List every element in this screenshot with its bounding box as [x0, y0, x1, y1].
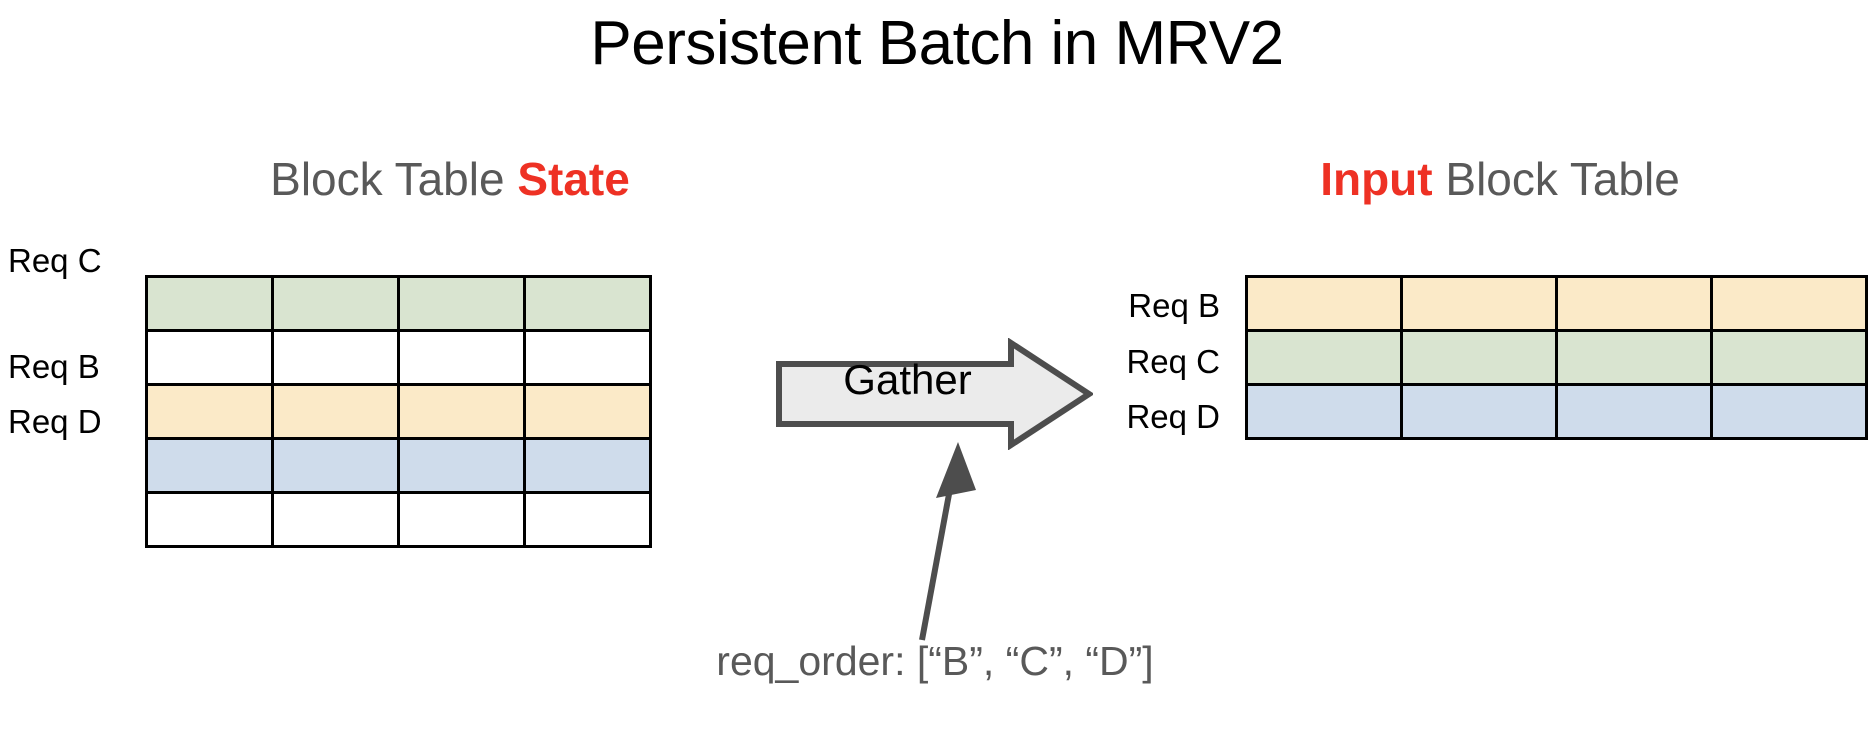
req-order-caption: req_order: [“B”, “C”, “D”]: [716, 638, 1154, 684]
table-cell[interactable]: [1710, 383, 1868, 440]
table-cell[interactable]: [1555, 275, 1713, 332]
table-cell[interactable]: [523, 491, 652, 548]
table-cell[interactable]: [145, 437, 274, 494]
table-row: [145, 491, 652, 548]
table-cell[interactable]: [145, 329, 274, 386]
table-cell[interactable]: [397, 329, 526, 386]
page-title: Persistent Batch in MRV2: [590, 9, 1284, 78]
left-row-label-req-b: Req B: [8, 348, 100, 385]
table-row: [1245, 329, 1868, 386]
table-row: [145, 275, 652, 332]
gather-label: Gather: [843, 356, 972, 403]
table-cell[interactable]: [145, 491, 274, 548]
left-heading-prefix: Block Table: [270, 153, 518, 205]
table-cell[interactable]: [1245, 383, 1403, 440]
table-cell[interactable]: [271, 329, 400, 386]
table-cell[interactable]: [1710, 329, 1868, 386]
table-cell[interactable]: [397, 275, 526, 332]
left-panel-heading: Block Table State: [140, 152, 760, 206]
table-row: [145, 329, 652, 386]
table-cell[interactable]: [271, 437, 400, 494]
left-row-label-req-c: Req C: [8, 242, 102, 279]
table-row: [145, 383, 652, 440]
table-cell[interactable]: [397, 437, 526, 494]
table-cell[interactable]: [523, 275, 652, 332]
table-cell[interactable]: [1400, 383, 1558, 440]
table-cell[interactable]: [397, 491, 526, 548]
right-row-label-req-b: Req B: [1128, 287, 1220, 324]
table-cell[interactable]: [271, 275, 400, 332]
right-row-label-req-d: Req D: [1126, 398, 1220, 435]
table-cell[interactable]: [1400, 275, 1558, 332]
table-cell[interactable]: [1710, 275, 1868, 332]
table-cell[interactable]: [271, 383, 400, 440]
table-row: [1245, 383, 1868, 440]
table-cell[interactable]: [523, 437, 652, 494]
table-cell[interactable]: [1400, 329, 1558, 386]
input-block-table: [1245, 275, 1868, 440]
table-cell[interactable]: [523, 383, 652, 440]
table-row: [1245, 275, 1868, 332]
table-cell[interactable]: [271, 491, 400, 548]
table-cell[interactable]: [1245, 275, 1403, 332]
gather-arrow-icon: [776, 338, 1093, 450]
right-heading-highlight: Input: [1320, 153, 1433, 205]
req-order-pointer-arrow-icon: [919, 442, 976, 641]
table-cell[interactable]: [145, 383, 274, 440]
left-row-label-req-d: Req D: [8, 403, 102, 440]
table-row: [145, 437, 652, 494]
table-cell[interactable]: [1555, 329, 1713, 386]
table-cell[interactable]: [145, 275, 274, 332]
left-heading-highlight: State: [517, 153, 630, 205]
table-cell[interactable]: [523, 329, 652, 386]
block-table-state: [145, 275, 652, 548]
table-cell[interactable]: [1555, 383, 1713, 440]
table-cell[interactable]: [1245, 329, 1403, 386]
table-cell[interactable]: [397, 383, 526, 440]
right-heading-suffix: Block Table: [1432, 153, 1680, 205]
right-row-label-req-c: Req C: [1126, 343, 1220, 380]
right-panel-heading: Input Block Table: [1140, 152, 1860, 206]
